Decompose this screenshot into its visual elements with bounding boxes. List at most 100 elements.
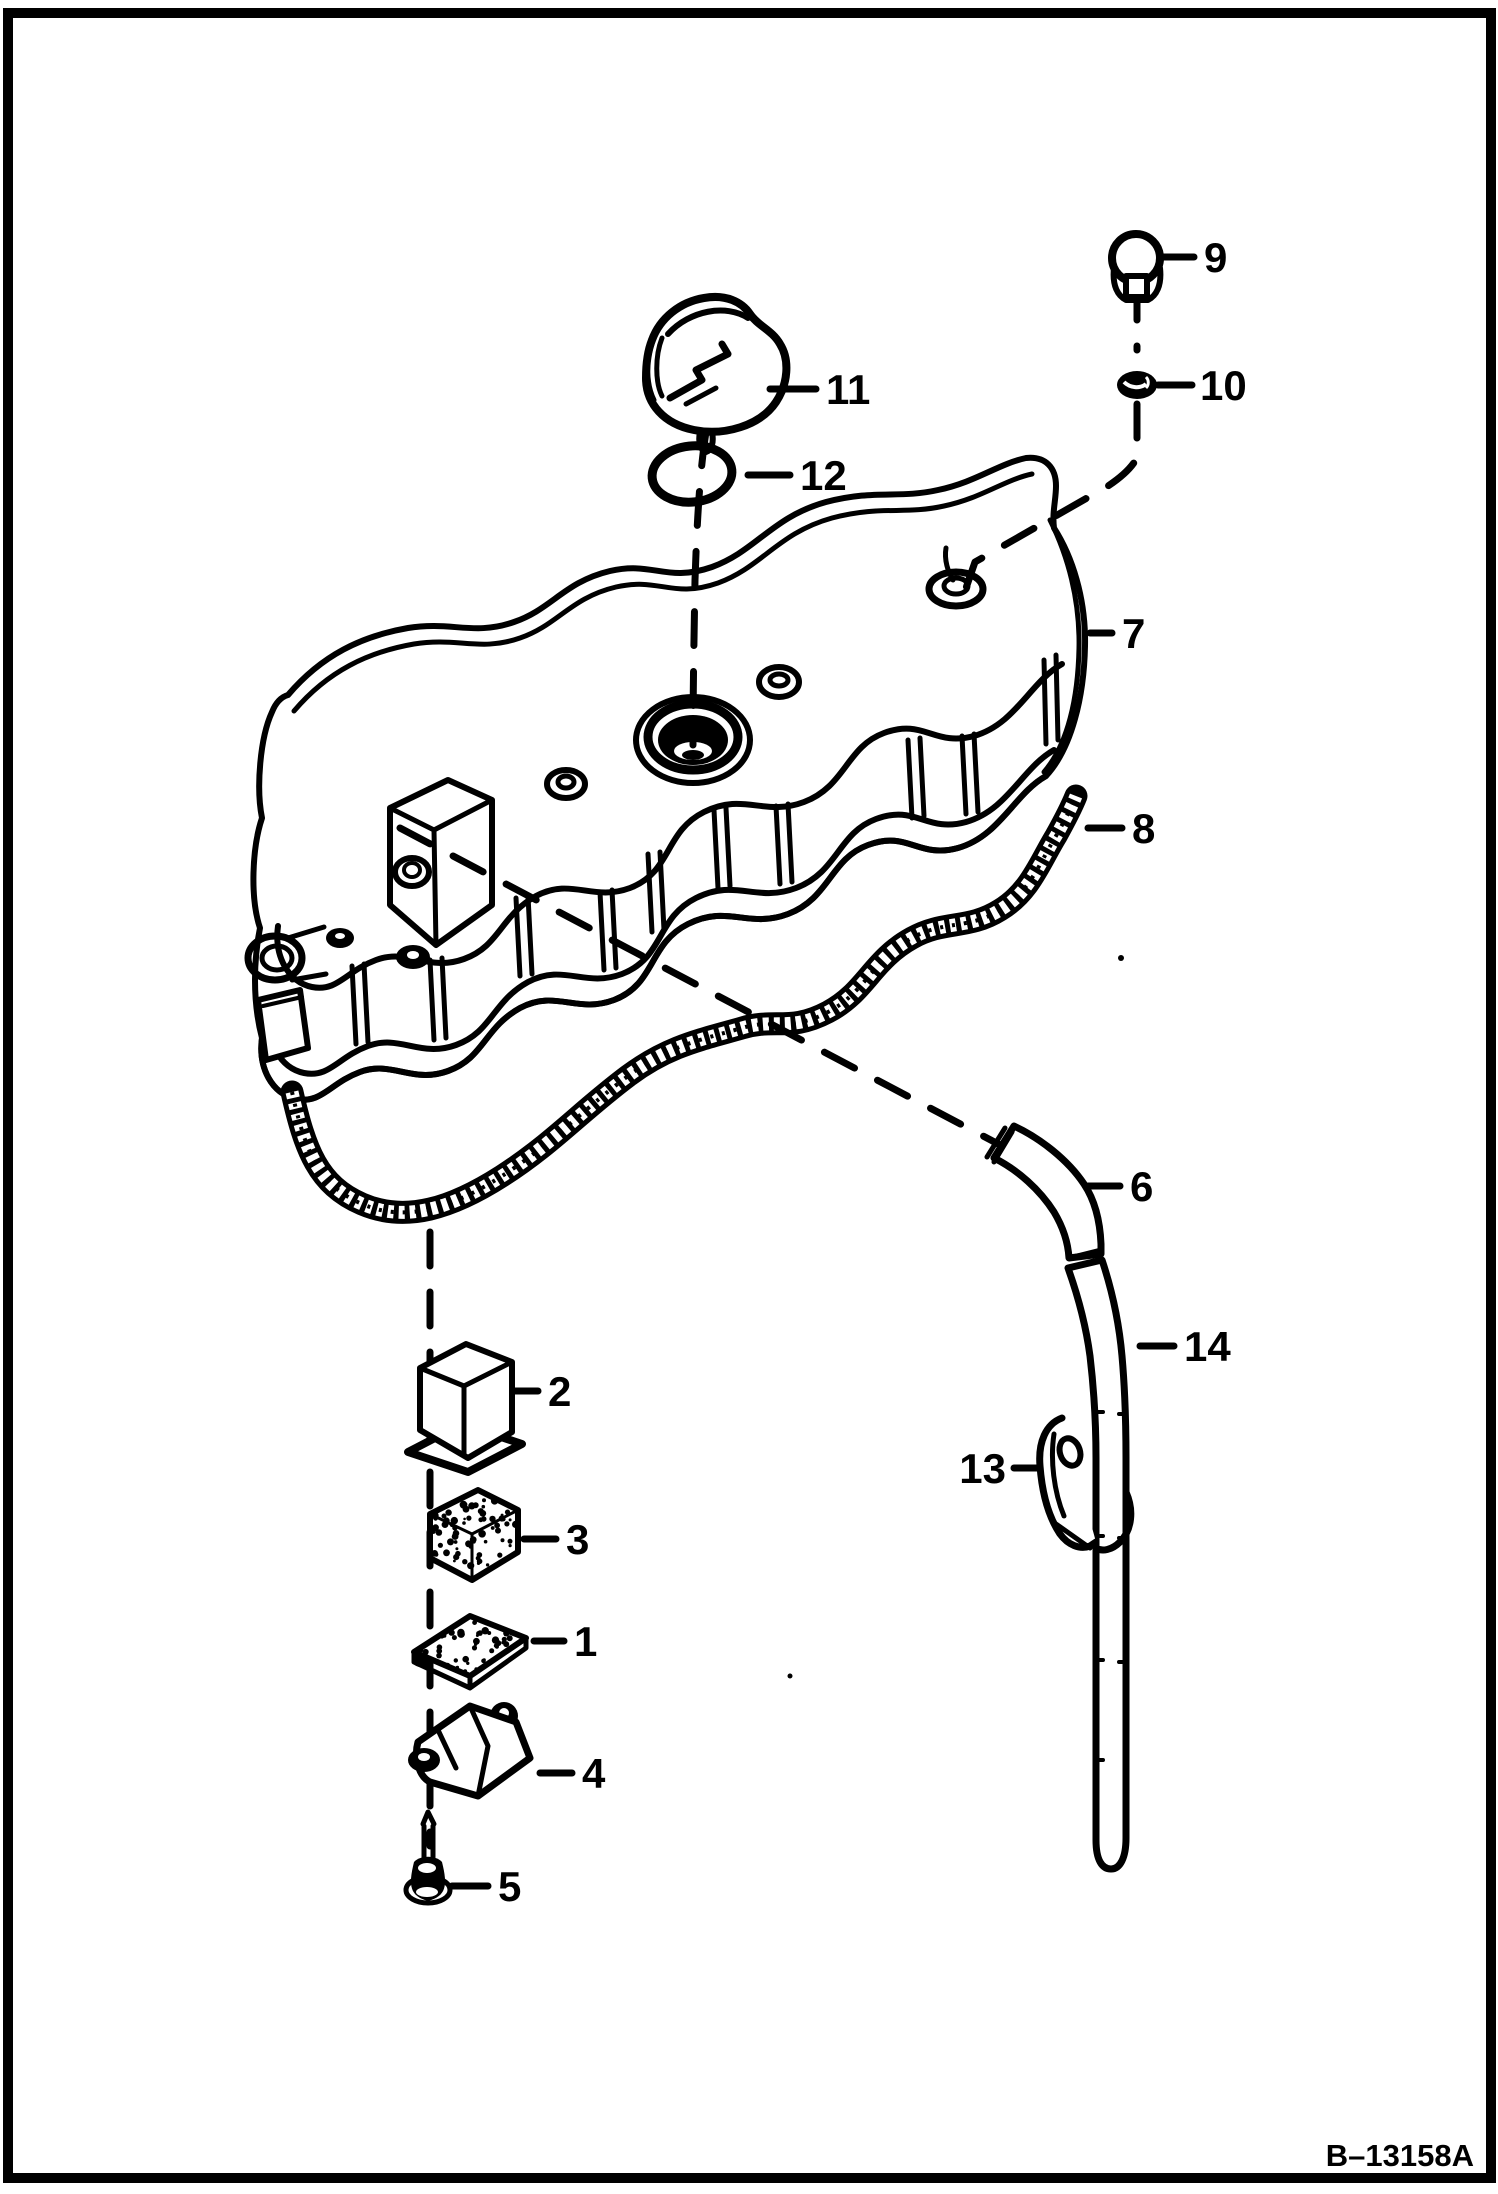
speckle-dot	[439, 1633, 445, 1639]
speckle-dot	[431, 1511, 439, 1520]
speckle-dot	[455, 1665, 460, 1670]
part-number-label: 10	[1200, 362, 1247, 409]
speckle-dot	[477, 1508, 484, 1515]
part-number-label: 2	[548, 1368, 571, 1415]
speckle-dot	[478, 1530, 486, 1538]
callout-part-1: 1	[530, 1618, 597, 1665]
part-number-label: 12	[800, 452, 847, 499]
speckle-dot	[495, 1527, 501, 1534]
line-block-to-elbow	[396, 824, 1006, 1150]
left-end-ports	[244, 924, 329, 1063]
wall-ribs	[349, 731, 981, 1047]
callout-part-12: 12	[744, 452, 847, 499]
speckle-dot	[508, 1544, 512, 1548]
speckle-dot	[462, 1655, 470, 1663]
speckle-dot	[469, 1536, 477, 1543]
speckle-dot	[501, 1640, 505, 1645]
speckle-dot	[501, 1516, 506, 1522]
speckle-dot	[506, 1635, 513, 1642]
speckle-dot	[434, 1552, 439, 1557]
speckle-dot	[500, 1538, 505, 1543]
speckle-dot	[481, 1627, 489, 1635]
part-number-label: 5	[498, 1863, 521, 1910]
speckle-dot	[503, 1630, 510, 1637]
grommet-drawing	[1117, 371, 1157, 399]
cover-bolt-bosses	[326, 664, 802, 969]
part-number-label: 3	[566, 1516, 589, 1563]
part-number-label: 8	[1132, 805, 1155, 852]
speckle-dot	[489, 1515, 496, 1523]
speckle-dot	[497, 1552, 503, 1558]
speckle-dot	[500, 1513, 504, 1517]
speckle-dot	[501, 1636, 507, 1642]
speckle-dot	[465, 1540, 472, 1548]
figure-code: B–13158A	[1326, 2138, 1474, 2173]
speckle-dot	[453, 1540, 458, 1544]
callout-part-2: 2	[510, 1368, 571, 1415]
callout-part-14: 14	[1136, 1323, 1231, 1370]
speckle-dot	[459, 1500, 468, 1509]
part-number-label: 11	[826, 366, 870, 413]
breather-foam-drawing	[427, 1487, 521, 1583]
baffle-plate-drawing	[411, 1613, 529, 1691]
callout-part-8: 8	[1084, 805, 1155, 852]
speckle-dot	[428, 1528, 435, 1535]
speckle-dot	[511, 1520, 520, 1528]
speckle-dot	[478, 1517, 484, 1523]
valve-cover-drawing	[244, 454, 1089, 1103]
callout-part-7: 7	[1086, 610, 1145, 657]
speckle-dot	[453, 1559, 456, 1563]
speckle-dot	[449, 1521, 455, 1528]
callout-part-6: 6	[1084, 1163, 1153, 1210]
speckle-dot	[448, 1629, 455, 1636]
baffle-box-drawing	[404, 1341, 526, 1476]
speckle-dot	[475, 1634, 479, 1637]
speckle-dot	[437, 1542, 443, 1548]
speckle-dot	[462, 1559, 468, 1565]
speckle-dot	[490, 1497, 499, 1505]
speckle-dot	[447, 1538, 454, 1546]
speckle-dot	[419, 1648, 424, 1653]
dipstick-tube-drawing	[1064, 1256, 1130, 1873]
part-number-label: 6	[1130, 1163, 1153, 1210]
cap-nut-drawing	[1108, 230, 1164, 303]
speckle-dot	[434, 1527, 438, 1532]
speckle-dot	[503, 1641, 510, 1648]
speckle-dot	[463, 1517, 466, 1521]
speckle-dot	[451, 1533, 459, 1540]
callout-part-13: 13	[959, 1445, 1044, 1492]
speckle-dot	[422, 1648, 429, 1656]
speckle-dot	[466, 1661, 470, 1666]
speckle-dot	[504, 1509, 511, 1515]
callout-part-5: 5	[448, 1863, 521, 1910]
speckle-dot	[458, 1497, 462, 1501]
speckle-dot	[460, 1630, 465, 1635]
callout-part-3: 3	[520, 1516, 589, 1563]
speckle-dot	[474, 1667, 479, 1671]
speckle-dot	[506, 1504, 511, 1509]
callout-part-4: 4	[536, 1750, 606, 1797]
breather-elbow-drawing	[984, 1122, 1105, 1271]
part-number-label: 9	[1204, 234, 1227, 281]
speckle-dot	[466, 1515, 472, 1521]
speckle-dot	[476, 1561, 481, 1565]
o-ring-drawing	[647, 441, 737, 507]
part-number-label: 7	[1122, 610, 1145, 657]
tube-clamp-drawing	[1036, 1414, 1135, 1554]
speckle-dot	[436, 1648, 443, 1654]
part-number-label: 13	[959, 1445, 1006, 1492]
speckle-dot	[494, 1522, 500, 1529]
speckle-dot	[482, 1498, 486, 1503]
oil-filler-cap-drawing	[642, 293, 791, 455]
speckle-dot	[467, 1562, 475, 1570]
speckle-dot	[472, 1620, 477, 1625]
speckle-dot	[490, 1526, 495, 1530]
speckle-dot	[472, 1502, 479, 1509]
speckle-dot	[485, 1563, 490, 1567]
line-10-to-cover	[962, 400, 1141, 592]
speckle-dot	[451, 1635, 457, 1641]
callout-part-9: 9	[1156, 234, 1227, 281]
speckle-dot	[462, 1521, 466, 1525]
